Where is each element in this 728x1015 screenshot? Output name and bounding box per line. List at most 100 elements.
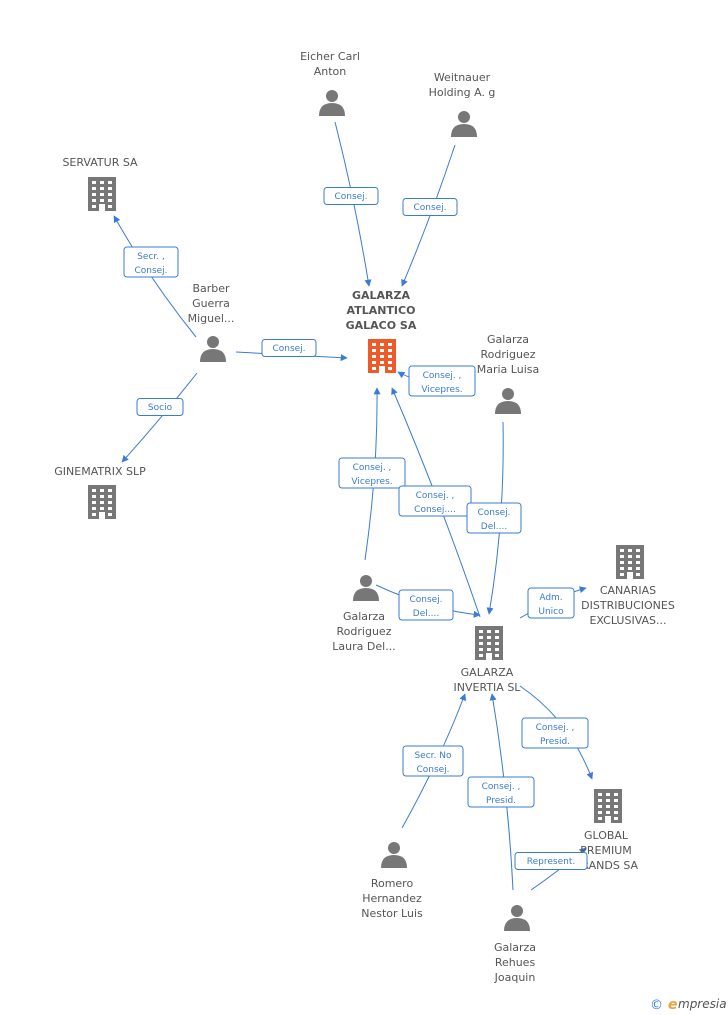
building-window	[92, 187, 96, 190]
building-window	[372, 343, 376, 346]
edge-label-text: Consej.	[134, 266, 167, 276]
edge-label[interactable]: Consej. ,Presid.	[467, 776, 535, 808]
edge-barber-to-servatur	[113, 215, 197, 338]
edge-label-box	[323, 187, 379, 205]
building-icon	[616, 545, 644, 579]
building-window	[487, 642, 491, 645]
edge-label-text: Secr. ,	[137, 252, 165, 262]
building-window	[108, 501, 112, 504]
node-label-line: Eicher Carl	[300, 50, 360, 63]
edge-label[interactable]: Consej.Del....	[398, 589, 454, 621]
node-barber[interactable]: BarberGuerraMiguel...	[188, 282, 235, 362]
node-label-line: ATLANTICO	[347, 304, 416, 317]
building-icon	[594, 789, 622, 823]
edge-label-box	[261, 339, 317, 357]
edge-label-text: Presid.	[486, 796, 516, 806]
node-servatur[interactable]: SERVATUR SA	[62, 156, 138, 211]
node-label-line: Galarza	[487, 333, 529, 346]
person-head	[511, 905, 523, 917]
edge-label[interactable]: Represent.	[514, 852, 588, 870]
edge-label-text: Consej....	[414, 505, 456, 515]
building-window	[108, 187, 112, 190]
brand-name: mpresia	[678, 997, 727, 1011]
node-label-line: Maria Luisa	[477, 363, 539, 376]
node-canarias[interactable]: CANARIASDISTRIBUCIONESEXCLUSIVAS...	[581, 545, 675, 627]
edge-label-text: Consej.	[413, 203, 446, 213]
edge-label[interactable]: Consej.Del....	[466, 502, 522, 534]
edge-label[interactable]: Consej.	[261, 339, 317, 357]
building-window	[100, 193, 104, 196]
edge-label[interactable]: Consej. ,Presid.	[521, 717, 589, 749]
building-window	[108, 193, 112, 196]
edge-label-box	[408, 365, 476, 397]
edge-label-text: Del....	[481, 522, 507, 532]
edge-label-text: Vicepres.	[421, 385, 462, 395]
building-door	[99, 204, 105, 211]
building-window	[92, 199, 96, 202]
person-icon	[200, 336, 226, 362]
building-window	[92, 181, 96, 184]
edge-label[interactable]: Consej. ,Consej....	[398, 485, 472, 517]
building-window	[606, 811, 610, 814]
building-window	[388, 355, 392, 358]
node-ginematrix[interactable]: GINEMATRIX SLP	[54, 465, 146, 519]
building-window	[100, 507, 104, 510]
building-window	[620, 549, 624, 552]
edge-label-box	[527, 587, 575, 619]
edge-label[interactable]: Socio	[136, 398, 184, 416]
edge-label[interactable]: Secr. , Consej.	[123, 246, 179, 278]
building-window	[598, 805, 602, 808]
edge-label[interactable]: Consej.	[323, 187, 379, 205]
building-window	[614, 799, 618, 802]
person-head	[388, 842, 400, 854]
edge-label-text: Secr. No	[414, 751, 452, 761]
node-label-line: Rodriguez	[337, 625, 392, 638]
building-window	[495, 654, 499, 657]
building-window	[636, 567, 640, 570]
building-window	[100, 495, 104, 498]
edge-label-text: Consej. ,	[536, 723, 575, 733]
edge-label[interactable]: Consej. ,Vicepres.	[338, 457, 406, 489]
node-label-line: EXCLUSIVAS...	[589, 614, 666, 627]
person-head	[326, 90, 338, 102]
edge-label[interactable]: Consej. ,Vicepres.	[408, 365, 476, 397]
person-body	[353, 588, 379, 601]
person-icon	[504, 905, 530, 931]
edge-label[interactable]: Consej.	[402, 198, 458, 216]
node-label-line: GALARZA	[352, 289, 411, 302]
node-label-line: Nestor Luis	[361, 907, 423, 920]
building-window	[372, 361, 376, 364]
edge-label-box	[467, 776, 535, 808]
person-head	[360, 575, 372, 587]
node-label-line: GINEMATRIX SLP	[54, 465, 146, 478]
building-window	[620, 573, 624, 576]
building-window	[636, 573, 640, 576]
building-window	[372, 349, 376, 352]
building-window	[620, 555, 624, 558]
edge-label-box	[514, 852, 588, 870]
building-window	[628, 555, 632, 558]
edge-label-text: Vicepres.	[351, 477, 392, 487]
building-window	[628, 561, 632, 564]
building-window	[628, 567, 632, 570]
building-window	[380, 343, 384, 346]
edge-label-text: Consej.	[409, 595, 442, 605]
building-window	[479, 642, 483, 645]
edge-label-box	[136, 398, 184, 416]
edge-label[interactable]: Adm.Unico	[527, 587, 575, 619]
building-window	[598, 793, 602, 796]
node-label-line: GLOBAL	[584, 829, 629, 842]
person-head	[207, 336, 219, 348]
node-label-line: Miguel...	[188, 312, 235, 325]
